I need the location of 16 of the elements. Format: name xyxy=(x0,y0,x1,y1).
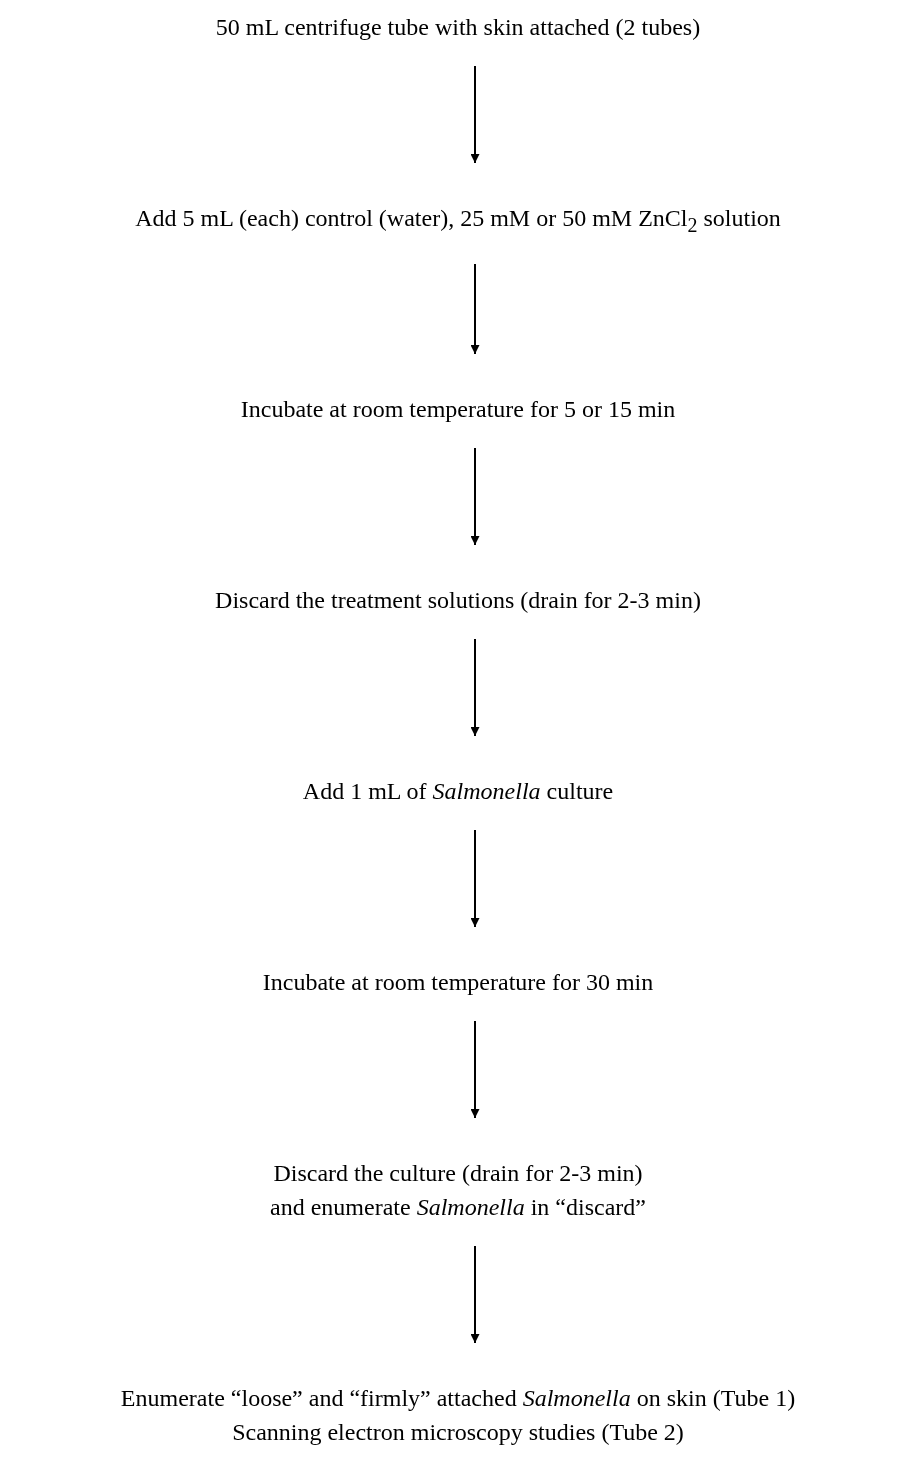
arrow xyxy=(470,65,480,164)
arrow xyxy=(470,638,480,737)
step-text: Incubate at room temperature for 5 or 15 min xyxy=(240,395,676,424)
step-text: Discard the culture (drain for 2-3 min) and enumerate Salmonella in “discard” xyxy=(269,1159,647,1222)
arrow xyxy=(470,829,480,928)
step-text: Enumerate “loose” and “firmly” attached Salmonella on skin (Tube 1) xyxy=(120,1384,796,1413)
step-text: 50 mL centrifuge tube with skin attached (2 tubes) xyxy=(215,13,701,42)
arrow xyxy=(470,1020,480,1119)
step-text: Discard the treatment solutions (drain for 2-3 min) xyxy=(215,586,701,615)
arrow xyxy=(470,1245,480,1344)
arrow xyxy=(470,263,480,355)
step-text: Add 5 mL (each) control (water), 25 mM or 50 mM ZnCl$_{2}$ solution xyxy=(135,204,781,238)
arrow xyxy=(470,447,480,546)
step-text: Incubate at room temperature for 30 min xyxy=(262,968,654,997)
step-text: Scanning electron microscopy studies (Tube 2) xyxy=(231,1418,685,1447)
step-text: Add 1 mL of Salmonella culture xyxy=(302,777,614,806)
